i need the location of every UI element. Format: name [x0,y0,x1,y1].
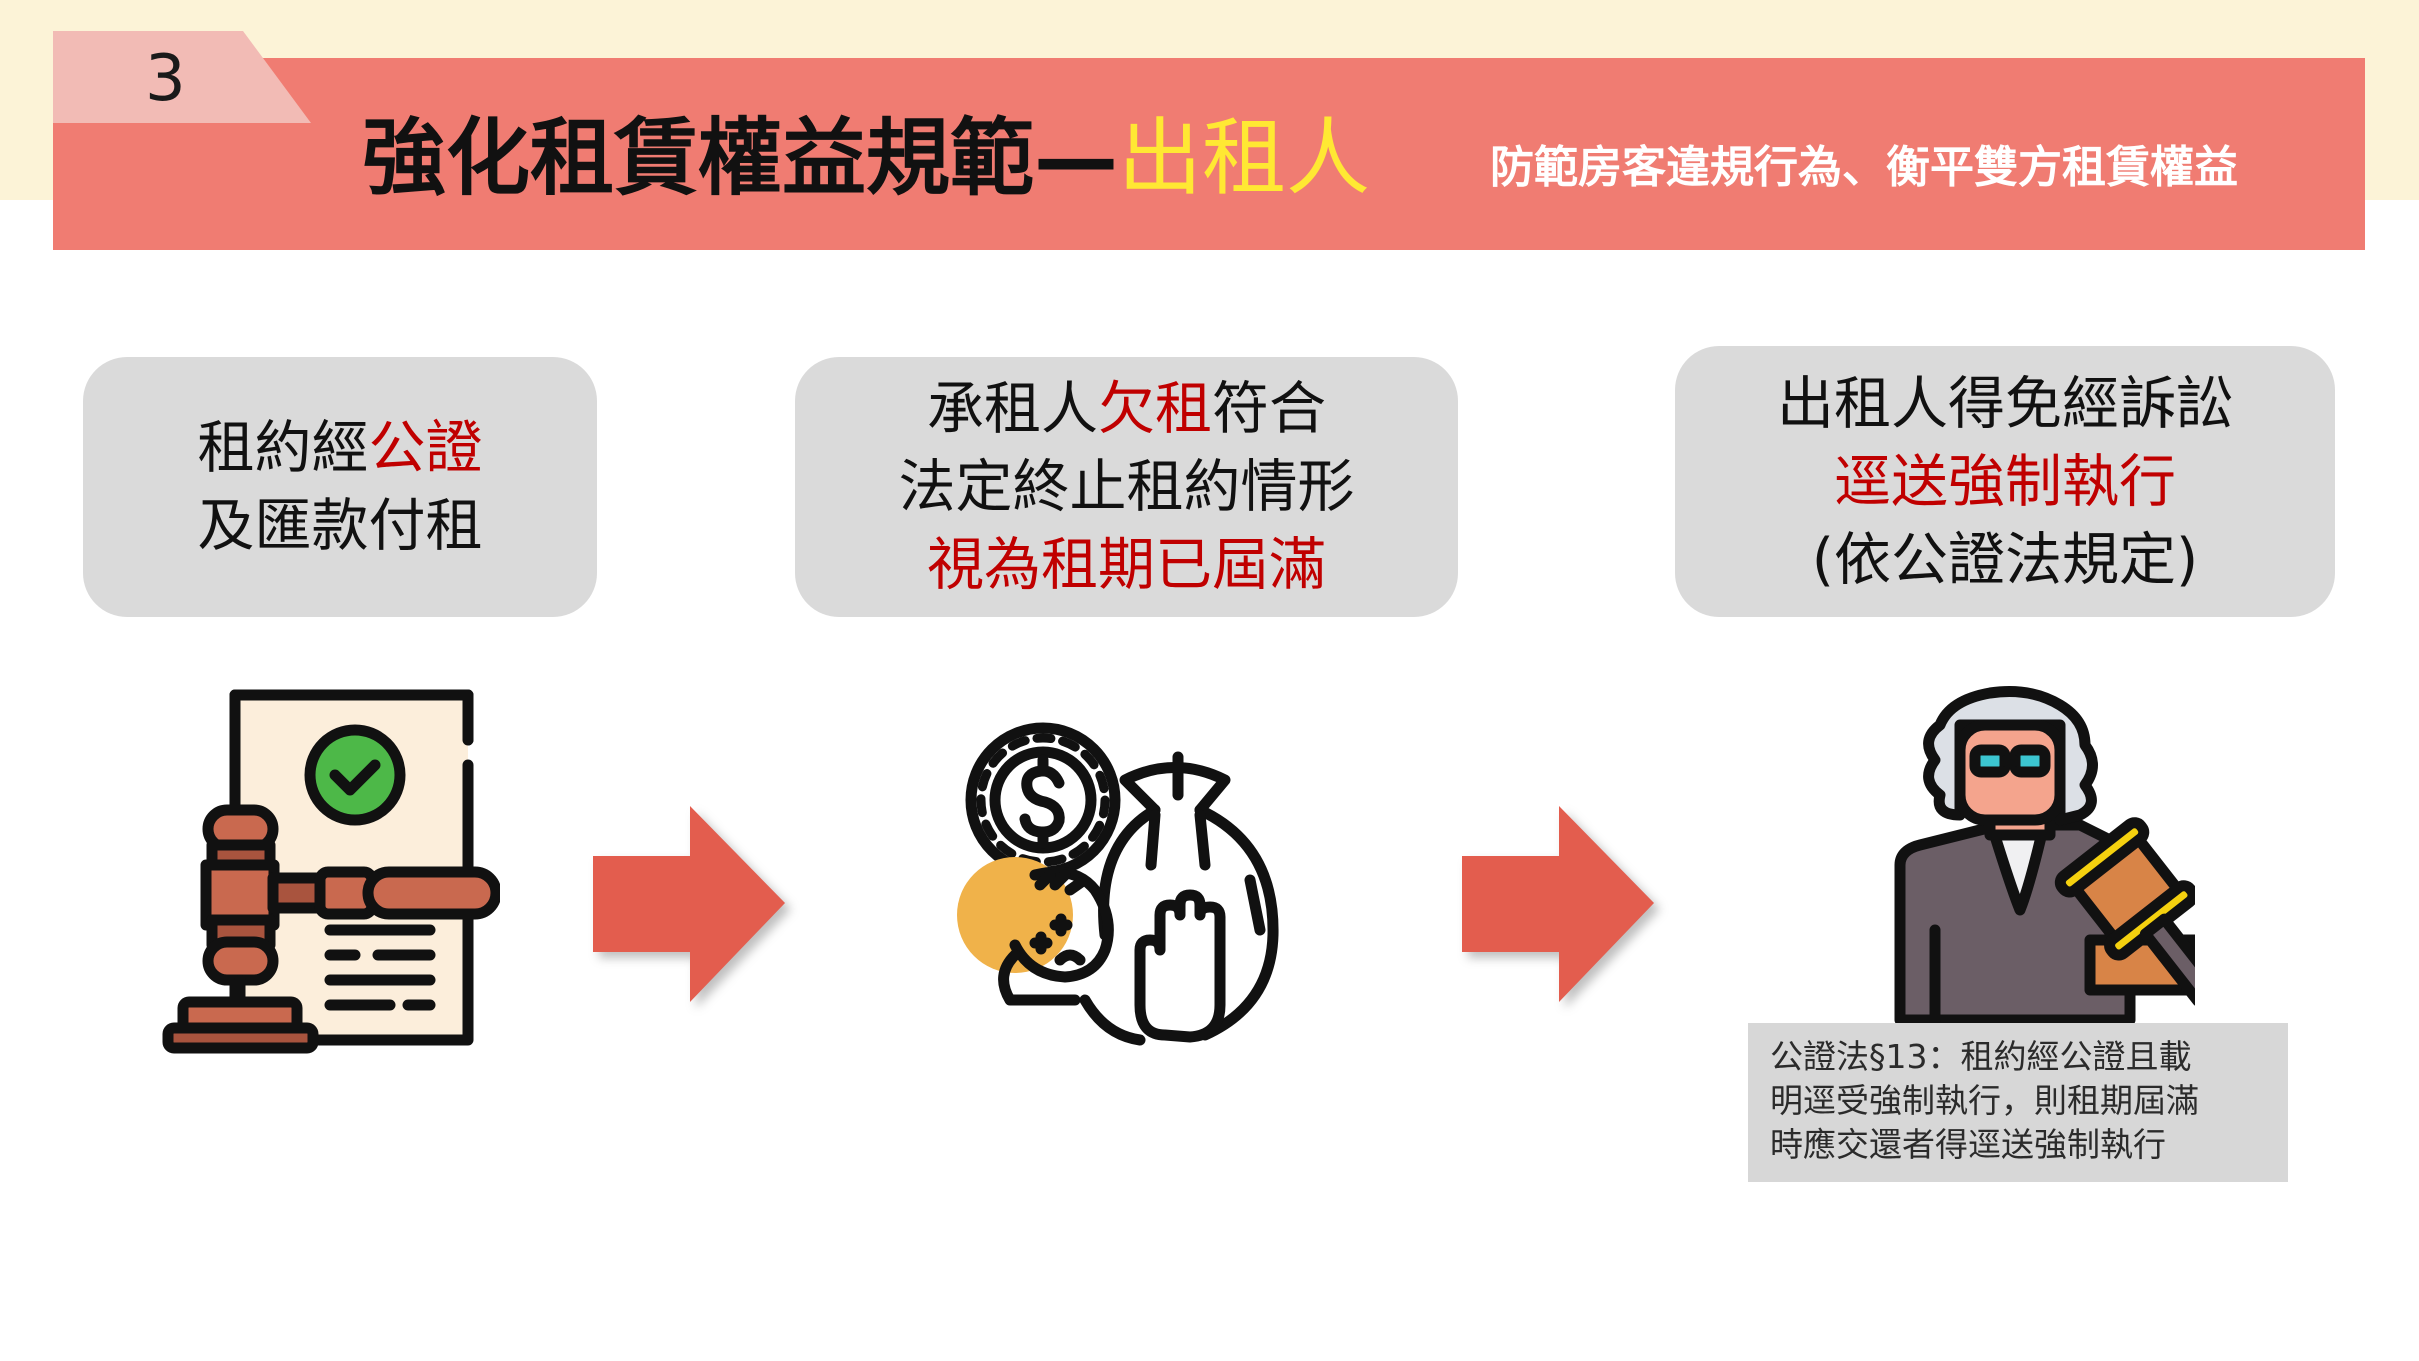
step-text: 及匯款付租 [197,493,483,559]
step-2-box: 承租人欠租符合 法定終止租約情形 視為租期已屆滿 [795,357,1458,617]
step-text-emphasis: 公證 [368,415,483,481]
page-subtitle: 防範房客違規行為、衡平雙方租賃權益 [1490,142,2238,193]
step-text: 租約經 [197,415,369,481]
step-text-emphasis: 逕送強制執行 [1834,448,2176,515]
debt-money-bag-stressed-person-icon [957,722,1279,1046]
step-text-emphasis: 欠租 [1098,376,1212,442]
footnote-line: 明逕受強制執行，則租期屆滿 [1770,1081,2199,1120]
page-title: 強化租賃權益規範—出租人 [362,108,1370,208]
step-1-line-1: 租約經公證 [198,409,483,487]
right-arrow-icon [593,806,785,1002]
step-text: 出租人得免經訴訟 [1777,370,2233,437]
judge-gavel-icon [1894,686,2195,1025]
footnote-line: 公證法§13：租約經公證且載 [1770,1037,2192,1076]
step-3-line-2: 逕送強制執行 [1834,443,2176,521]
step-2-line-1: 承租人欠租符合 [927,370,1326,448]
step-text: 法定終止租約情形 [898,454,1355,520]
title-accent: 出租人 [1118,109,1371,207]
title-banner [53,58,2365,250]
step-3-line-3: (依公證法規定) [1812,521,2198,599]
step-text: 承租人 [927,376,1098,442]
step-text: 符合 [1212,376,1326,442]
gavel-document-check-icon [162,689,500,1054]
footnote-box: 公證法§13：租約經公證且載 明逕受強制執行，則租期屆滿 時應交還者得逕送強制執… [1748,1023,2288,1182]
step-1-line-2: 及匯款付租 [198,487,483,565]
step-2-line-2: 法定終止租約情形 [899,448,1355,526]
right-arrow-icon [1462,806,1654,1002]
step-3-line-1: 出租人得免經訴訟 [1777,365,2233,443]
step-2-line-3: 視為租期已屆滿 [927,526,1326,604]
footnote-line: 時應交還者得逕送強制執行 [1770,1125,2166,1164]
title-main: 強化租賃權益規範— [362,109,1119,207]
step-text: (依公證法規定) [1811,526,2199,593]
step-3-box: 出租人得免經訴訟 逕送強制執行 (依公證法規定) [1675,346,2335,617]
section-number: 3 [145,42,186,116]
step-text-emphasis: 視為租期已屆滿 [927,532,1326,598]
step-1-box: 租約經公證 及匯款付租 [83,357,597,617]
